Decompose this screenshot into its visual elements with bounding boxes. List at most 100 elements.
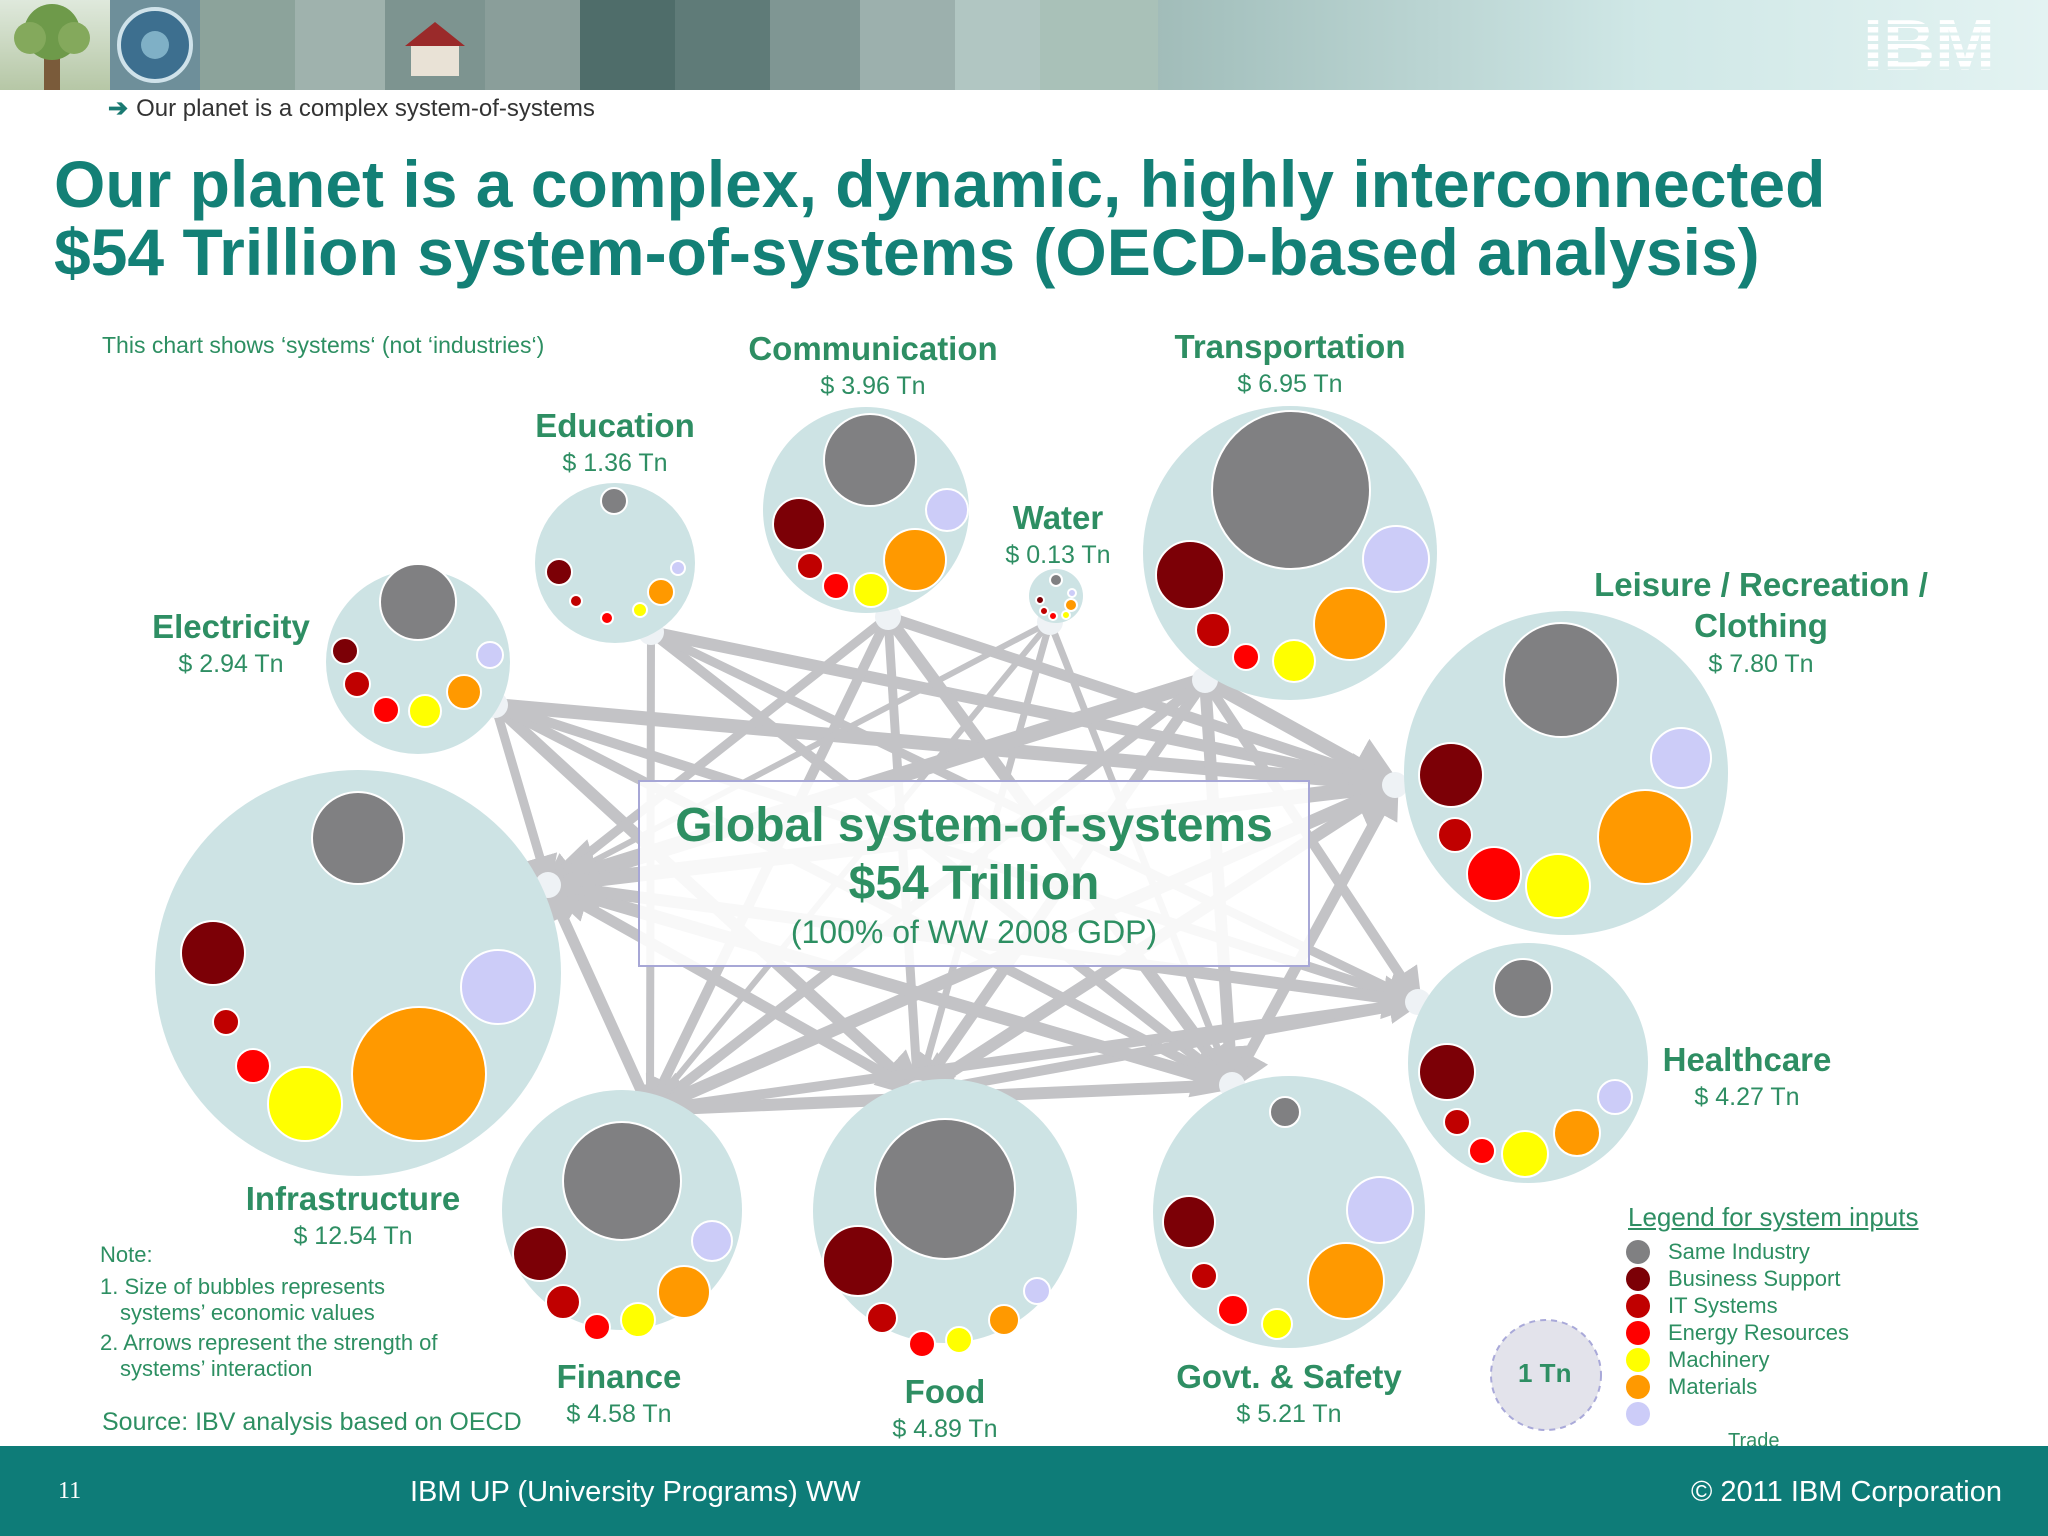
arrow-elec-to-leis <box>488 698 1407 809</box>
input-dot-business-support <box>1162 1195 1216 1249</box>
input-dot-machinery <box>267 1066 343 1142</box>
input-dot-materials <box>446 674 482 710</box>
banner-photo-5 <box>580 0 675 90</box>
banner-photo-6 <box>675 0 770 90</box>
legend-label: IT Systems <box>1668 1292 1778 1318</box>
page-title-line2: $54 Trillion system-of-systems (OECD-bas… <box>54 215 1760 289</box>
input-dot-trade <box>1650 727 1712 789</box>
footer-center-text: IBM UP (University Programs) WW <box>410 1476 861 1508</box>
system-bubbles <box>155 406 1728 1358</box>
banner-photo-house <box>385 0 485 90</box>
input-dot-business-support <box>1418 1043 1476 1101</box>
legend-swatch <box>1626 1347 1650 1372</box>
center-summary-box: Global system-of-systems $54 Trillion (1… <box>638 780 1310 967</box>
input-dot-same-industry <box>1503 622 1619 738</box>
input-dot-machinery <box>632 602 648 618</box>
arrow-govt-to-leis <box>1227 777 1400 1090</box>
bubble-electricity <box>326 563 510 754</box>
input-dot-trade <box>925 488 969 532</box>
ibm-logo: IBM <box>1854 6 2004 86</box>
source-note: Source: IBV analysis based on OECD <box>102 1408 522 1436</box>
input-dot-machinery <box>408 694 442 728</box>
value-electricity: $ 2.94 Tn <box>178 650 284 678</box>
value-water: $ 0.13 Tn <box>1005 541 1111 569</box>
value-education: $ 1.36 Tn <box>562 449 668 477</box>
label-food: Food <box>904 1373 986 1410</box>
input-dot-it-systems <box>343 670 371 698</box>
input-dot-it-systems <box>212 1008 240 1036</box>
input-dot-materials <box>1313 587 1387 661</box>
banner-photo-2 <box>200 0 295 90</box>
input-dot-machinery <box>1525 853 1591 919</box>
label-finance: Finance <box>556 1358 682 1395</box>
value-finance: $ 4.58 Tn <box>566 1400 672 1428</box>
bubble-finance <box>502 1090 742 1341</box>
input-dot-energy-resources <box>1468 1137 1496 1165</box>
label-electricity: Electricity <box>152 608 310 645</box>
scale-label: 1 Tn <box>1518 1358 1572 1388</box>
input-dot-materials <box>883 528 947 592</box>
label-govt-safety: Govt. & Safety <box>1176 1358 1402 1395</box>
input-dot-materials <box>1064 598 1078 612</box>
input-dot-business-support <box>822 1225 894 1297</box>
input-dot-machinery <box>853 572 889 608</box>
input-dot-it-systems <box>1443 1108 1471 1136</box>
bubble-food <box>813 1079 1077 1358</box>
input-dot-same-industry <box>562 1121 682 1241</box>
value-communication: $ 3.96 Tn <box>820 372 926 400</box>
input-dot-machinery <box>1261 1308 1293 1340</box>
label-leisure-line1: Leisure / Recreation / <box>1594 566 1928 603</box>
label-healthcare: Healthcare <box>1662 1041 1832 1078</box>
legend-swatch <box>1626 1401 1650 1426</box>
breadcrumb: ➔Our planet is a complex system-of-syste… <box>108 94 595 123</box>
input-dot-trade <box>1023 1277 1051 1305</box>
legend-item-machinery: Machinery <box>1626 1346 1849 1373</box>
page-title: Our planet is a complex, dynamic, highly… <box>54 150 2014 286</box>
footer-bar <box>0 1446 2048 1536</box>
ibm-logo-text: IBM <box>1863 10 1995 78</box>
input-dot-energy-resources <box>583 1313 611 1341</box>
page-title-line1: Our planet is a complex, dynamic, highly… <box>54 147 1826 221</box>
input-dot-materials <box>1553 1109 1601 1157</box>
input-dot-energy-resources <box>235 1048 271 1084</box>
input-dot-it-systems <box>569 594 583 608</box>
input-dot-business-support <box>1418 742 1484 808</box>
input-dot-machinery <box>1501 1130 1549 1178</box>
value-infrastructure: $ 12.54 Tn <box>293 1222 413 1250</box>
value-food: $ 4.89 Tn <box>892 1415 998 1443</box>
arrow-food-to-infra <box>540 879 924 1099</box>
input-dot-energy-resources <box>372 696 400 724</box>
input-dot-it-systems <box>796 552 824 580</box>
legend-trade-label: Trade <box>1728 1430 1780 1446</box>
label-leisure-line2: Clothing <box>1694 607 1828 644</box>
input-dot-same-industry <box>874 1118 1016 1260</box>
input-dot-it-systems <box>1437 817 1473 853</box>
value-transportation: $ 6.95 Tn <box>1237 370 1343 398</box>
input-dot-energy-resources <box>1048 611 1058 621</box>
bubble-education <box>535 483 695 643</box>
breadcrumb-text: Our planet is a complex system-of-system… <box>136 95 595 122</box>
scale-bubble <box>1490 1319 1602 1431</box>
input-dot-it-systems <box>1195 612 1231 648</box>
legend-label: Energy Resources <box>1668 1319 1849 1345</box>
input-dot-business-support <box>331 637 359 665</box>
value-govt-safety: $ 5.21 Tn <box>1236 1400 1342 1428</box>
bubble-healthcare <box>1408 943 1648 1183</box>
input-dot-materials <box>1307 1242 1385 1320</box>
input-dot-energy-resources <box>1232 643 1260 671</box>
input-dot-energy-resources <box>908 1330 936 1358</box>
legend-label: Machinery <box>1668 1346 1770 1372</box>
legend-swatch <box>1626 1239 1650 1264</box>
bubble-transportation <box>1143 406 1437 700</box>
note-item2-line1: 2. Arrows represent the strength of <box>100 1330 438 1355</box>
note-item2-line2: systems’ interaction <box>120 1356 313 1381</box>
input-dot-same-industry <box>823 413 917 507</box>
arrow-fin-to-health <box>645 988 1426 1115</box>
input-dot-business-support <box>180 920 246 986</box>
input-dot-materials <box>988 1304 1020 1336</box>
input-dot-materials <box>351 1006 487 1142</box>
chart-subtitle: This chart shows ‘systems‘ (not ‘industr… <box>102 332 545 358</box>
input-dot-machinery <box>1061 610 1071 620</box>
legend-item-business-support: Business Support <box>1626 1265 1849 1292</box>
